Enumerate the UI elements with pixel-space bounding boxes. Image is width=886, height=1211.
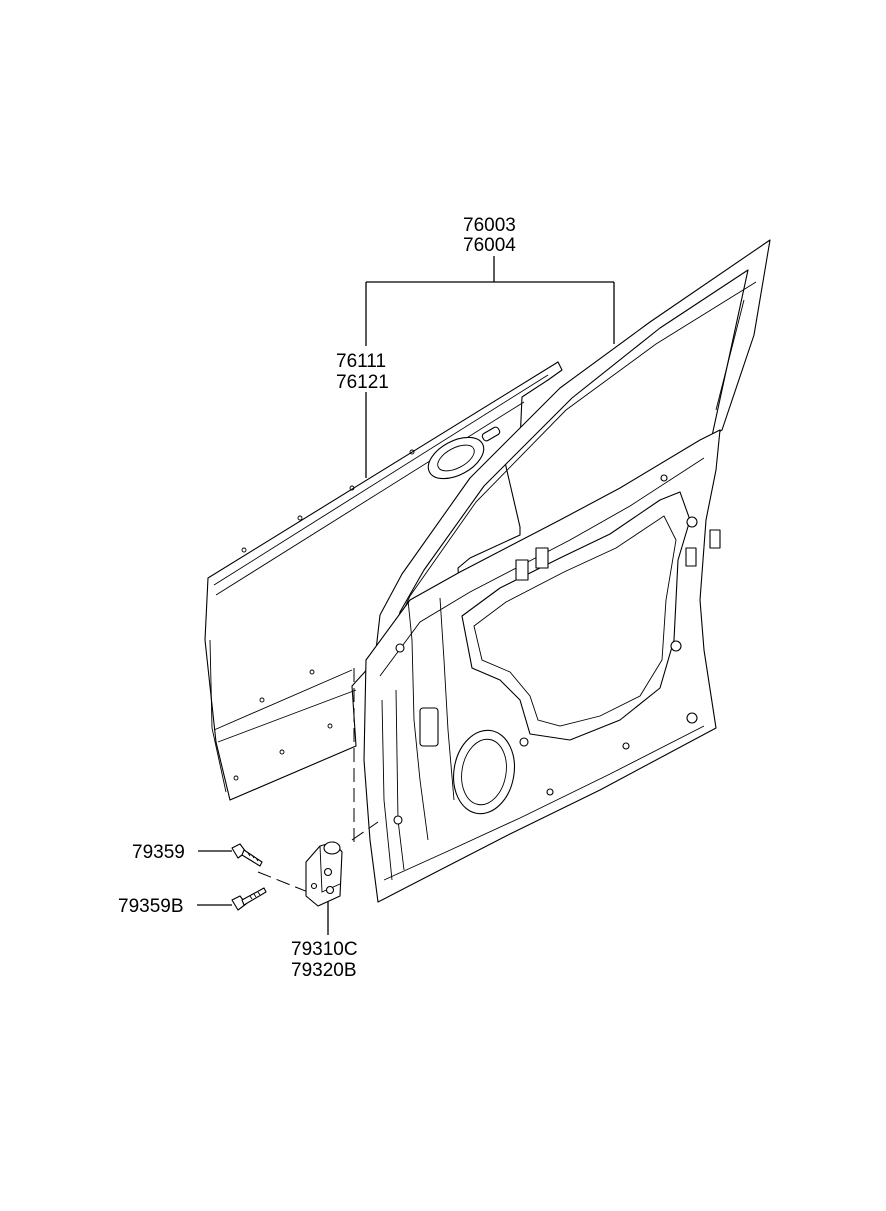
outer-door-panel xyxy=(204,361,563,801)
leader-lines xyxy=(197,256,615,935)
door-frame-assembly xyxy=(363,239,771,903)
label-79359b: 79359B xyxy=(118,896,184,917)
label-76111: 76111 xyxy=(336,351,386,372)
label-79310c: 79310C xyxy=(291,939,358,960)
door-hinge xyxy=(305,841,343,907)
label-79359: 79359 xyxy=(132,842,185,863)
label-76003: 76003 xyxy=(463,215,516,236)
bolt-79359 xyxy=(231,843,263,867)
label-76121: 76121 xyxy=(336,372,389,393)
bolt-79359b xyxy=(231,887,267,911)
label-79320b: 79320B xyxy=(291,960,357,981)
label-76004: 76004 xyxy=(463,235,516,256)
